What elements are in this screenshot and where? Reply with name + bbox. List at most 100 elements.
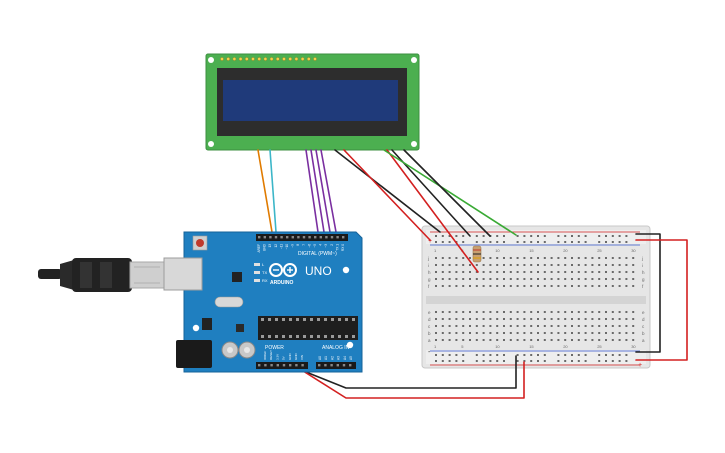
power-pin[interactable] bbox=[264, 364, 267, 367]
power-pin[interactable] bbox=[282, 364, 286, 367]
lcd-pin[interactable] bbox=[232, 57, 237, 61]
analog-pin[interactable] bbox=[342, 364, 346, 367]
top-pin-label: RX 0 bbox=[341, 244, 345, 251]
column-number: 1 bbox=[434, 344, 437, 349]
digital-pin[interactable] bbox=[258, 236, 261, 239]
row-letter: d bbox=[642, 317, 645, 322]
digital-pin[interactable] bbox=[308, 236, 311, 239]
lcd-pin[interactable] bbox=[238, 57, 243, 61]
power-jack bbox=[176, 340, 212, 368]
column-number: 25 bbox=[597, 248, 602, 253]
digital-pin[interactable] bbox=[286, 236, 289, 239]
wire-purple-4 bbox=[320, 149, 337, 233]
lcd-display[interactable] bbox=[205, 53, 420, 151]
usb-cable[interactable] bbox=[38, 258, 165, 292]
power-pin[interactable] bbox=[276, 364, 279, 367]
wire-purple-2 bbox=[310, 149, 325, 233]
lcd-pin[interactable] bbox=[251, 57, 255, 61]
row-letter: h bbox=[642, 270, 645, 275]
power-pin[interactable] bbox=[270, 364, 273, 367]
top-pin-label: ~6 bbox=[307, 244, 311, 248]
lcd-pin[interactable] bbox=[306, 57, 311, 61]
wire-red-lcd-1 bbox=[343, 149, 431, 241]
row-letter: h bbox=[428, 270, 431, 275]
column-number: 20 bbox=[563, 248, 568, 253]
rail-plus-label-top: + bbox=[428, 238, 432, 245]
analog-pin[interactable] bbox=[336, 364, 339, 367]
row-letter: b bbox=[428, 331, 431, 336]
digital-pin[interactable] bbox=[291, 236, 294, 239]
analog-label: ANALOG IN bbox=[322, 345, 350, 351]
lcd-pin[interactable] bbox=[244, 57, 249, 61]
top-pin-label: ~9 bbox=[291, 244, 295, 248]
column-number: 25 bbox=[597, 344, 602, 349]
lcd-pins bbox=[220, 57, 317, 61]
power-pin[interactable] bbox=[258, 364, 261, 367]
power-pin[interactable] bbox=[289, 364, 292, 367]
lcd-pin[interactable] bbox=[313, 57, 317, 61]
atmega-chip bbox=[258, 316, 358, 340]
top-pin-label: ~5 bbox=[313, 244, 317, 248]
row-letter: c bbox=[428, 324, 431, 329]
analog-pin[interactable] bbox=[349, 364, 352, 367]
top-pin-label: 2 bbox=[330, 244, 334, 246]
row-letter: a bbox=[428, 338, 431, 343]
analog-pin[interactable] bbox=[324, 364, 327, 367]
column-number: 5 bbox=[461, 344, 464, 349]
lcd-pin[interactable] bbox=[282, 57, 286, 61]
uno-logo: UNO bbox=[305, 264, 332, 278]
column-number: 1 bbox=[434, 248, 437, 253]
digital-pin[interactable] bbox=[274, 236, 278, 239]
potentiometer[interactable] bbox=[472, 245, 482, 263]
power-pin[interactable] bbox=[295, 364, 298, 367]
power-pin-label: RESET bbox=[269, 350, 273, 360]
power-pin-label: IOREF bbox=[263, 351, 267, 360]
analog-pin-label: A3 bbox=[337, 356, 341, 360]
wires[interactable] bbox=[257, 149, 688, 399]
wire-red-5v bbox=[291, 361, 525, 399]
analog-pin[interactable] bbox=[318, 364, 321, 367]
lcd-pin[interactable] bbox=[257, 57, 262, 61]
usb-port bbox=[163, 257, 203, 291]
wire-black-rail-right bbox=[635, 233, 661, 353]
column-number: 10 bbox=[495, 344, 500, 349]
top-pin-label: 13 bbox=[268, 244, 272, 248]
power-pin[interactable] bbox=[301, 364, 304, 367]
wire-cyan bbox=[269, 149, 277, 233]
wire-black-gnd bbox=[285, 355, 517, 389]
digital-pin[interactable] bbox=[269, 236, 272, 239]
digital-pin[interactable] bbox=[330, 236, 334, 239]
digital-pin[interactable] bbox=[263, 236, 266, 239]
digital-pin[interactable] bbox=[319, 236, 322, 239]
digital-header bbox=[256, 234, 348, 241]
analog-pin-label: A1 bbox=[324, 356, 328, 360]
wire-red-rail-right bbox=[635, 239, 688, 361]
digital-header-label: DIGITAL (PWM~) bbox=[298, 251, 337, 257]
digital-pin[interactable] bbox=[302, 236, 306, 239]
digital-pin[interactable] bbox=[336, 236, 339, 239]
analog-pin[interactable] bbox=[330, 364, 333, 367]
digital-pin[interactable] bbox=[280, 236, 283, 239]
power-pin-label: 3.3V bbox=[275, 354, 279, 360]
lcd-pin[interactable] bbox=[288, 57, 293, 61]
digital-pin[interactable] bbox=[325, 236, 328, 239]
digital-pin[interactable] bbox=[314, 236, 317, 239]
row-letter: j bbox=[427, 256, 429, 261]
lcd-pin[interactable] bbox=[269, 57, 274, 61]
lcd-pin[interactable] bbox=[275, 57, 280, 61]
lcd-pin[interactable] bbox=[300, 57, 305, 61]
top-pin-label: 4 bbox=[319, 244, 323, 246]
digital-pin[interactable] bbox=[342, 236, 345, 239]
digital-pin[interactable] bbox=[297, 236, 300, 239]
row-letter: f bbox=[642, 284, 644, 289]
top-pin-label: TX 1 bbox=[335, 244, 339, 251]
lcd-pin[interactable] bbox=[294, 57, 299, 61]
lcd-pin[interactable] bbox=[263, 57, 268, 61]
lcd-pin[interactable] bbox=[226, 57, 230, 61]
lcd-pin[interactable] bbox=[220, 57, 224, 61]
